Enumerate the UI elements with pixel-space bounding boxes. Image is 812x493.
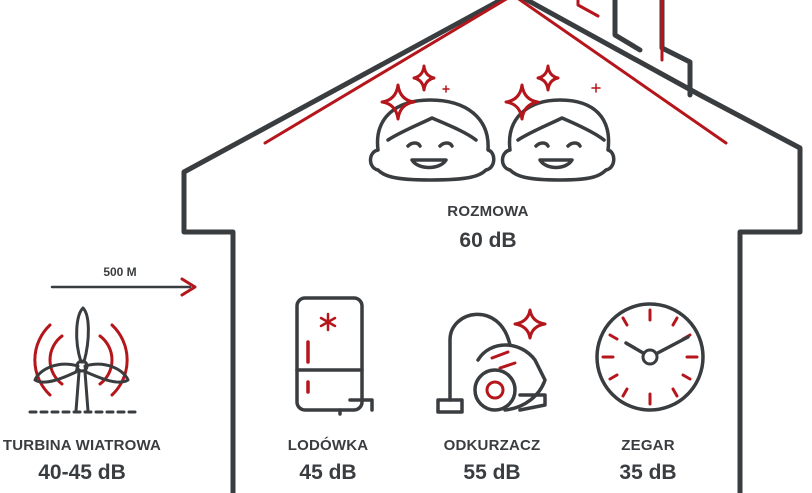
vacuum-name: ODKURZACZ — [443, 437, 541, 454]
wind-turbine-icon — [28, 306, 137, 414]
conversation-value: 60 dB — [459, 229, 517, 252]
fridge-value: 45 dB — [299, 461, 357, 484]
clock-value: 35 dB — [619, 461, 677, 484]
sparkle-icon — [380, 64, 601, 121]
distance-arrow — [50, 277, 197, 297]
vacuum-cleaner-icon — [436, 308, 547, 414]
snowflake-icon — [319, 312, 337, 332]
fridge-icon — [295, 296, 374, 416]
distance-label: 500 M — [103, 265, 137, 279]
two-smiling-faces-icon — [368, 64, 616, 182]
vacuum-value: 55 dB — [463, 461, 521, 484]
wind-turbine-name: TURBINA WIATROWA — [2, 437, 162, 454]
conversation-name: ROZMOWA — [447, 203, 529, 220]
wind-turbine-value: 40-45 dB — [38, 461, 126, 484]
clock-name: ZEGAR — [621, 437, 675, 454]
roof-accent-lines — [263, 0, 728, 145]
fridge-name: LODÓWKA — [287, 437, 369, 454]
clock-icon — [595, 302, 705, 412]
